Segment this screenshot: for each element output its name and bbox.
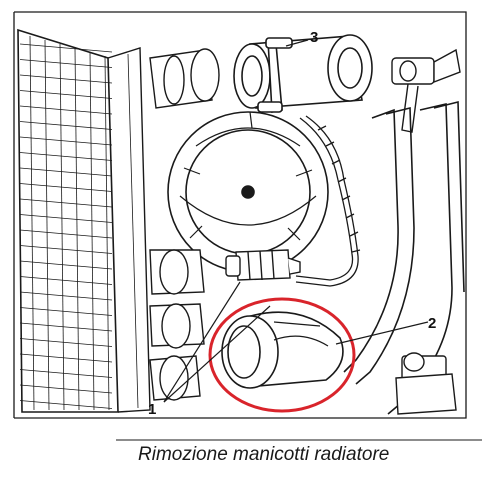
callout-3: 3 xyxy=(310,29,318,46)
figure-caption: Rimozione manicotti radiatore xyxy=(138,444,390,465)
cooling-fan xyxy=(167,111,329,273)
drawing-frame xyxy=(13,11,467,419)
left-pipe-stubs xyxy=(149,249,205,401)
lower-hose-part-2 xyxy=(221,311,344,389)
radiator-core xyxy=(17,28,151,413)
callout-2: 2 xyxy=(428,315,436,332)
upper-hose-part-3 xyxy=(233,34,373,113)
leader-lines xyxy=(163,39,429,403)
upper-hose-stub xyxy=(149,48,220,109)
bracket-lower-right xyxy=(395,352,457,415)
electrical-connector xyxy=(225,249,301,281)
sensor-upper-right xyxy=(391,48,461,133)
wiring-harness xyxy=(295,115,361,287)
callout-1: 1 xyxy=(148,401,156,418)
highlight-circle xyxy=(208,297,356,413)
